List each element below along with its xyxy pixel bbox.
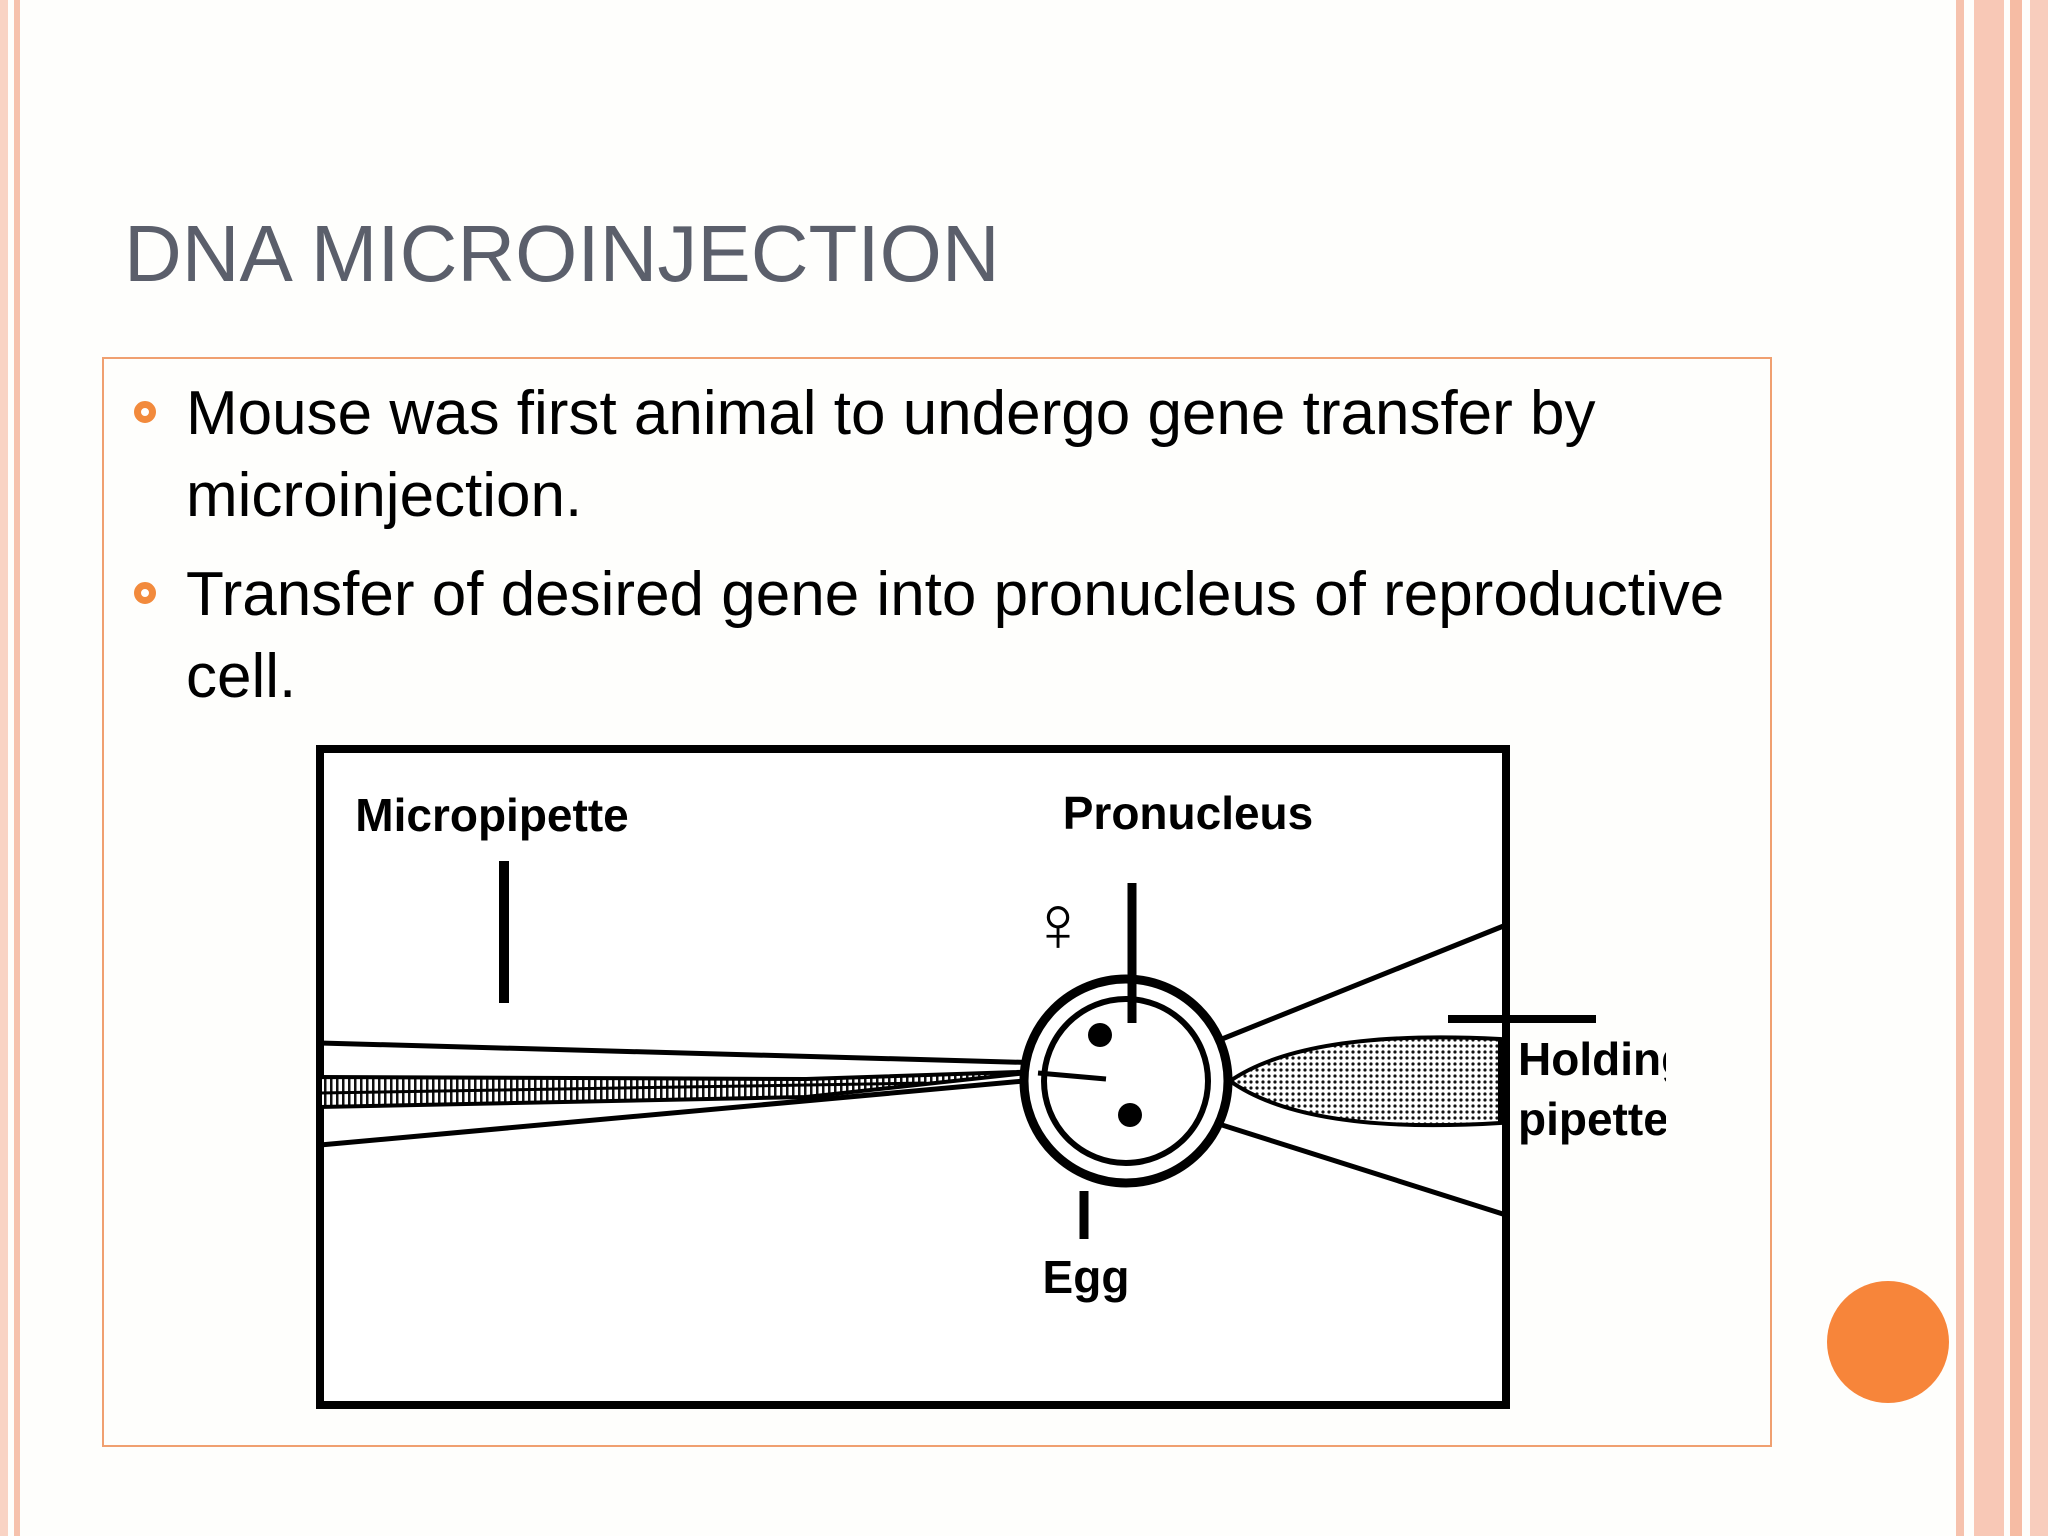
content-box: Mouse was first animal to undergo gene t… <box>102 357 1772 1447</box>
female-symbol: ♀ <box>1028 879 1088 968</box>
microinjection-diagram: Micropipette Pronucleus ♀ Egg Holding pi… <box>316 745 1666 1409</box>
right-stripe-3 <box>2010 0 2022 1536</box>
egg <box>1019 974 1233 1188</box>
decorative-orange-circle <box>1827 1281 1949 1403</box>
right-stripe-1 <box>1956 0 1964 1536</box>
right-stripe-2 <box>1974 0 2004 1536</box>
holding-pipette <box>1221 922 1507 1218</box>
bullet-icon <box>134 582 156 604</box>
bullet-icon <box>134 401 156 423</box>
bullet-text: Transfer of desired gene into pronucleus… <box>186 560 1725 711</box>
pronucleus-label: Pronucleus <box>1063 787 1314 839</box>
bullet-item-2: Transfer of desired gene into pronucleus… <box>134 554 1756 718</box>
micropipette <box>318 1040 1097 1148</box>
bullet-text: Mouse was first animal to undergo gene t… <box>186 379 1596 530</box>
right-stripe-4 <box>2030 0 2048 1536</box>
holding-pipette-label-line2: pipette <box>1518 1093 1666 1145</box>
holding-pipette-label-line1: Holding <box>1518 1033 1666 1085</box>
left-stripe-inner <box>14 0 20 1536</box>
egg-label: Egg <box>1043 1251 1130 1303</box>
bullet-item-1: Mouse was first animal to undergo gene t… <box>134 373 1756 537</box>
slide-title: DNA MICROINJECTION <box>124 209 1000 298</box>
micropipette-label: Micropipette <box>355 789 628 841</box>
left-stripe-outer <box>0 0 8 1536</box>
